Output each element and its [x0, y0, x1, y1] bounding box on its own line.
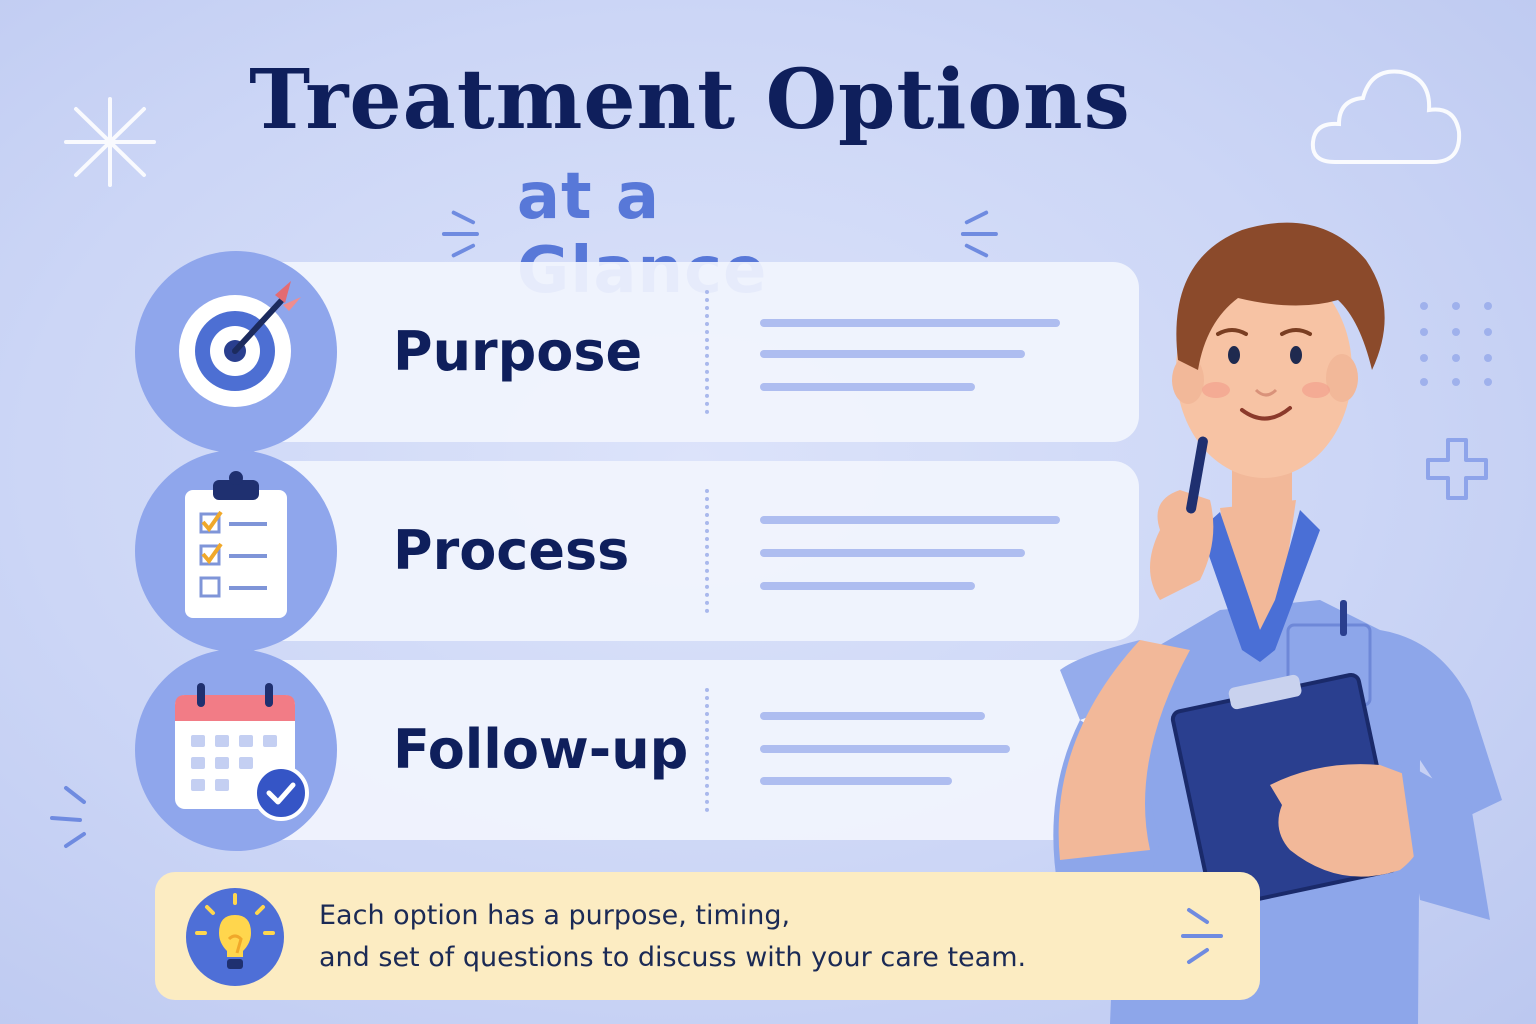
tip-text-line-1: Each option has a purpose, timing,: [319, 900, 791, 931]
calendar-check-icon: [175, 683, 309, 821]
option-label: Follow-up: [393, 718, 689, 781]
text-placeholder-line: [760, 582, 975, 590]
text-placeholder-line: [760, 383, 975, 391]
accent-lines-icon: [50, 786, 86, 848]
text-placeholder-line: [760, 549, 1025, 557]
lightbulb-icon: [186, 888, 284, 986]
text-placeholder-line: [760, 777, 952, 785]
text-placeholder-line: [760, 745, 1010, 753]
text-placeholder-line: [760, 319, 1060, 327]
target-icon: [179, 281, 301, 407]
option-row-process: Process: [235, 461, 1139, 641]
option-row-follow-up: Follow-up: [235, 660, 1139, 840]
tip-text-line-2: and set of questions to discuss with you…: [319, 942, 1027, 973]
plus-icon: [1426, 438, 1488, 500]
accent-lines-icon: [1181, 908, 1223, 964]
option-label: Purpose: [393, 320, 643, 383]
dotted-divider: [705, 489, 709, 613]
dots-grid-icon: [1420, 302, 1492, 386]
target-badge: [135, 251, 337, 453]
dotted-divider: [705, 688, 709, 812]
text-placeholder-line: [760, 350, 1025, 358]
tip-banner: Each option has a purpose, timing, and s…: [155, 872, 1260, 1000]
dotted-divider: [705, 290, 709, 414]
text-placeholder-line: [760, 516, 1060, 524]
option-row-purpose: Purpose: [235, 262, 1139, 442]
emphasis-lines-left-icon: [441, 210, 479, 258]
clipboard-checklist-icon: [185, 471, 287, 618]
option-label: Process: [393, 519, 630, 582]
cloud-icon: [1310, 69, 1462, 164]
page-title: Treatment Options: [249, 52, 1131, 148]
emphasis-lines-right-icon: [961, 210, 999, 258]
sparkle-icon: [64, 97, 156, 187]
clipboard-badge: [135, 450, 337, 652]
text-placeholder-line: [760, 712, 985, 720]
calendar-badge: [135, 649, 337, 851]
